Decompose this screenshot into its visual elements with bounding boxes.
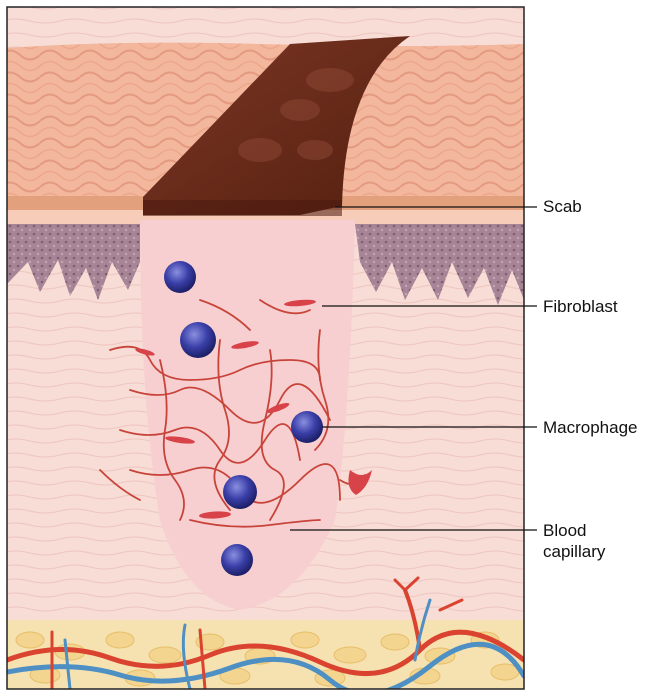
blood-capillary-label: Blood capillary	[543, 520, 605, 562]
macrophage-cell	[223, 475, 257, 509]
macrophage-label: Macrophage	[543, 417, 638, 438]
blood-capillary-label-line2: capillary	[543, 541, 605, 562]
macrophage-cell	[291, 411, 323, 443]
macrophage-cell	[180, 322, 216, 358]
scab-label: Scab	[543, 196, 582, 217]
blood-capillary-label-line1: Blood	[543, 520, 605, 541]
macrophage-cell	[164, 261, 196, 293]
fibroblast-label: Fibroblast	[543, 296, 618, 317]
macrophage-cell	[221, 544, 253, 576]
